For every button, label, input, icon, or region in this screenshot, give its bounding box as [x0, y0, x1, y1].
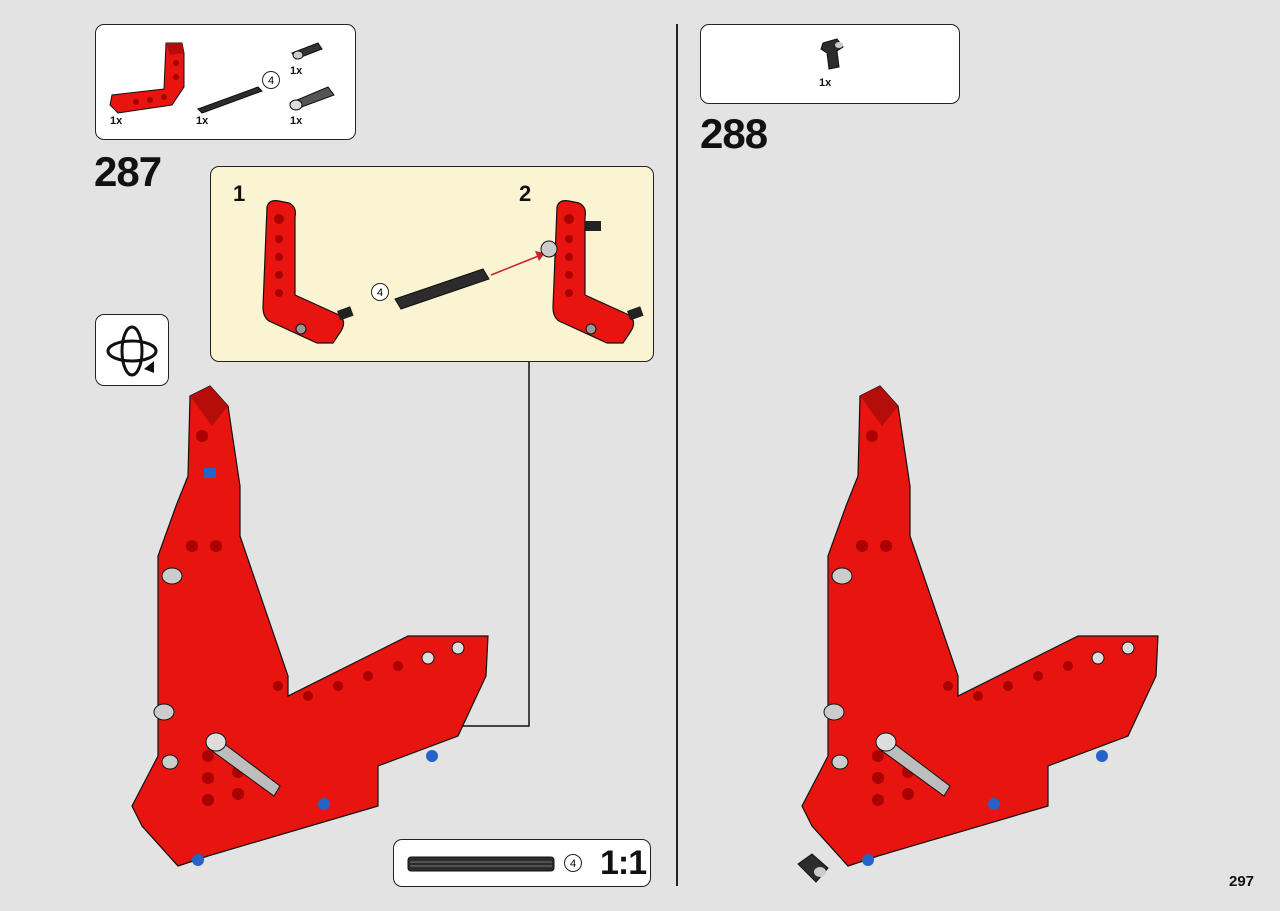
sub-step-1: 1	[233, 181, 246, 206]
scale-ratio: 1:1	[600, 844, 647, 882]
rotate-icon	[106, 325, 158, 377]
qty-angle-connector: 1x	[819, 77, 832, 89]
rotate-model-indicator	[95, 314, 169, 386]
subassembly-callout: 1 2 4	[210, 166, 654, 362]
qty-axle-pin: 1x	[290, 115, 303, 127]
scale-length-badge: 4	[564, 854, 582, 872]
model-288	[797, 385, 1159, 883]
parts-list-287: 1x 4 1x 1x 1x	[95, 24, 356, 140]
sub-step-2: 2	[519, 181, 532, 206]
sub-axle-length-badge: 4	[371, 283, 389, 301]
model-287	[131, 385, 489, 867]
sub-axle-icon	[394, 268, 490, 310]
angle-connector-icon	[820, 38, 844, 70]
qty-connector-small: 1x	[290, 65, 303, 77]
sub-beam-2-icon	[540, 200, 644, 344]
axle-length-badge: 4	[262, 71, 280, 89]
page-divider	[676, 24, 678, 886]
step-number-288: 288	[700, 110, 768, 157]
page-number: 297	[1229, 873, 1255, 890]
scale-axle-icon	[407, 856, 555, 872]
scale-indicator: 4 1:1	[393, 839, 651, 887]
sub-beam-1-icon	[262, 200, 354, 344]
connector-small-icon	[291, 42, 323, 60]
axle-icon	[197, 86, 263, 114]
step-number-287: 287	[94, 148, 162, 195]
qty-red-l-beam: 1x	[110, 115, 123, 127]
qty-axle: 1x	[196, 115, 209, 127]
axle-pin-icon	[289, 86, 335, 111]
red-l-beam-icon	[109, 42, 185, 114]
parts-list-288: 1x	[700, 24, 960, 104]
